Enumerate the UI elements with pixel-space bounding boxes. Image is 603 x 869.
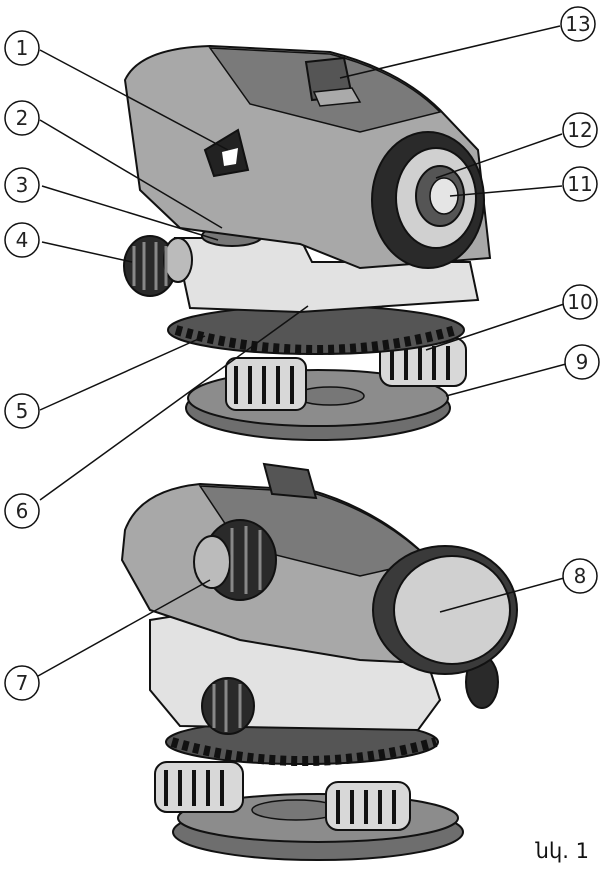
instrument-front-view: [123, 44, 492, 441]
callout-11-label: 11: [567, 172, 592, 196]
callout-1-label: 1: [16, 36, 29, 60]
leader-line-13: [339, 25, 561, 79]
callout-2-label: 2: [16, 106, 29, 130]
leader-line-2: [39, 119, 223, 229]
foot-screw-rear-right: [325, 781, 411, 831]
callout-11: 11: [562, 166, 598, 202]
focus-knob-left: [123, 235, 193, 297]
top-sight-rear: [262, 462, 318, 500]
leader-line-3: [41, 185, 219, 241]
figure-caption: նկ. 1: [535, 839, 589, 863]
lower-knob: [201, 677, 255, 735]
leader-lines: [37, 25, 567, 677]
callout-4-label: 4: [16, 228, 29, 252]
callout-10-label: 10: [567, 290, 592, 314]
leader-line-10: [425, 303, 565, 351]
callout-2: 2: [4, 100, 40, 136]
callout-5: 5: [4, 393, 40, 429]
top-sight: [304, 56, 362, 107]
callout-12: 12: [562, 112, 598, 148]
callout-6: 6: [4, 493, 40, 529]
eyepiece: [371, 131, 485, 269]
foot-screw-left: [225, 357, 307, 411]
callout-8: 8: [562, 558, 598, 594]
callout-5-label: 5: [16, 399, 29, 423]
callout-1: 1: [4, 30, 40, 66]
callout-10: 10: [562, 284, 598, 320]
callout-8-label: 8: [574, 564, 587, 588]
leader-line-9: [445, 363, 567, 397]
leader-line-5: [39, 335, 206, 411]
focus-knob-rear: [193, 519, 277, 601]
callout-3-label: 3: [16, 173, 29, 197]
callout-6-label: 6: [16, 499, 29, 523]
leader-line-12: [435, 133, 563, 179]
callout-13-label: 13: [565, 12, 590, 36]
horizontal-circle-ring: [167, 305, 465, 355]
leader-line-1: [39, 49, 229, 151]
leader-line-8: [439, 577, 565, 613]
callout-9-label: 9: [576, 350, 589, 374]
sighting-window: [203, 128, 250, 178]
callout-4: 4: [4, 222, 40, 258]
leader-line-7: [37, 579, 211, 677]
foot-screw-rear-left: [154, 761, 244, 813]
callout-7-label: 7: [16, 671, 29, 695]
callout-3: 3: [4, 167, 40, 203]
leader-line-4: [41, 241, 133, 263]
callout-7: 7: [4, 665, 40, 701]
callout-9: 9: [564, 344, 600, 380]
instrument-rear-view: [120, 462, 518, 861]
leader-line-11: [449, 185, 563, 197]
leader-line-6: [39, 305, 309, 501]
callout-13: 13: [560, 6, 596, 42]
callout-12-label: 12: [567, 118, 592, 142]
